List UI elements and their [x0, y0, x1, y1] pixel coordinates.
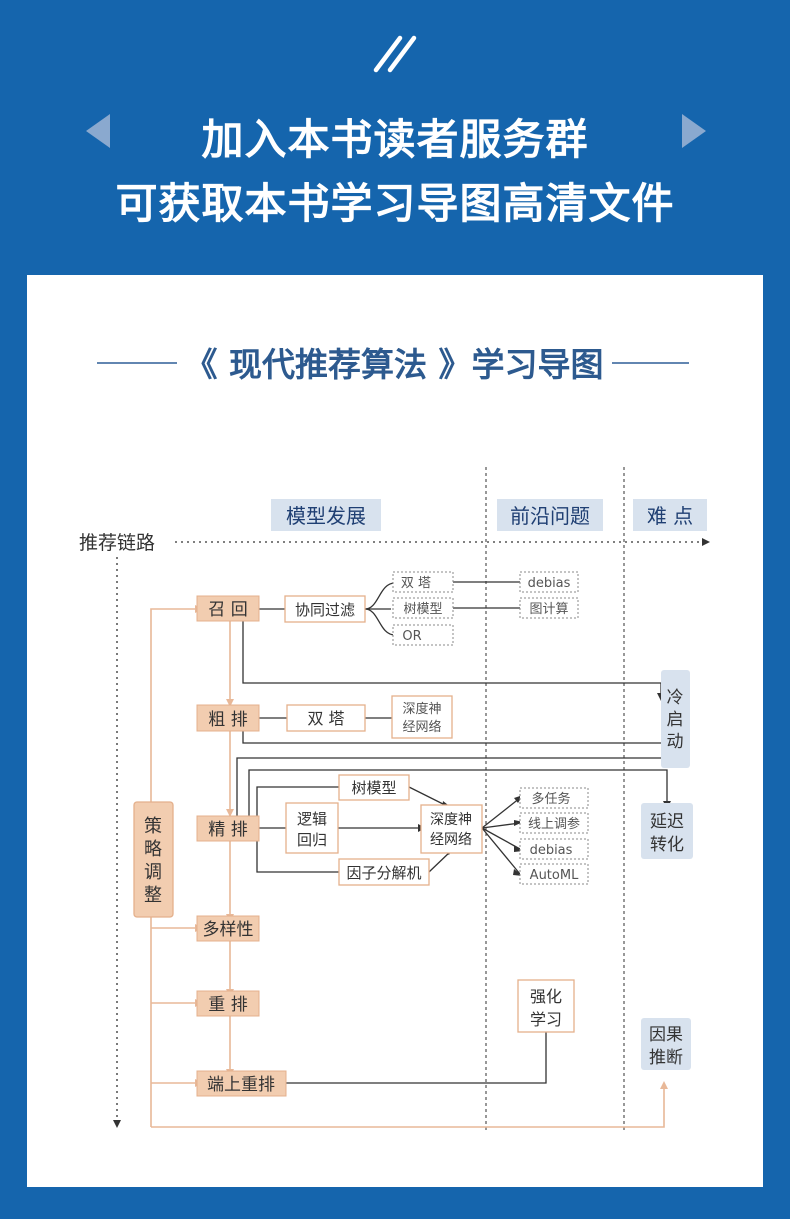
frontier-debias-fine-label: debias	[530, 843, 573, 858]
frontier-graph-label: 图计算	[529, 602, 568, 617]
header-difficulty-bg	[633, 499, 707, 531]
model-or-label: OR	[402, 629, 421, 644]
strategy-feedback-lines	[150, 608, 665, 1128]
strategy-char-2: 略	[144, 839, 162, 860]
frontier-rl[interactable]: 强化 学习	[517, 979, 575, 1033]
stage-diversity[interactable]: 多样性	[196, 915, 260, 942]
difficulty-delayed-conversion[interactable]: 延迟 转化	[641, 803, 693, 859]
model-cf-label: 协同过滤	[295, 601, 355, 619]
strategy-char-3: 调	[144, 862, 162, 883]
stage-diversity-label: 多样性	[203, 920, 254, 940]
strategy-char-4: 整	[144, 885, 162, 906]
model-fm-label: 因子分解机	[346, 864, 421, 882]
frontier-rl-line1: 强化	[530, 987, 562, 1006]
model-tree-small[interactable]: 树模型	[392, 597, 454, 619]
frontier-online-tuning-label: 线上调参	[528, 816, 580, 832]
difficulty-delayed-conversion-line2: 转化	[650, 835, 684, 855]
stage-rerank-label: 重 排	[208, 995, 247, 1015]
difficulty-delayed-conversion-line1: 延迟	[650, 812, 684, 832]
mind-map-diagram: 《 现代推荐算法 》学习导图 模型发展 前沿问题 难 点 推荐链路	[79, 345, 710, 1130]
model-lr-line2: 回归	[297, 831, 327, 849]
frontier-debias-recall[interactable]: debias	[519, 571, 579, 593]
frontier-graph[interactable]: 图计算	[519, 597, 579, 619]
diagram-title: 《 现代推荐算法 》学习导图	[185, 345, 604, 384]
model-dnn-coarse[interactable]: 深度神 经网络	[391, 695, 453, 739]
model-twin-tower[interactable]: 双 塔	[286, 704, 366, 732]
difficulty-causal-line2: 推断	[649, 1048, 683, 1068]
model-tree-small-label: 树模型	[403, 602, 442, 617]
strategy-char-1: 策	[144, 816, 162, 837]
frontier-rl-line2: 学习	[530, 1010, 562, 1029]
model-twin-small[interactable]: 双 塔	[392, 571, 454, 593]
stage-fine-label: 精 排	[208, 820, 247, 840]
frontier-multitask[interactable]: 多任务	[519, 787, 589, 809]
model-lr-line1: 逻辑	[297, 810, 327, 828]
difficulty-causal[interactable]: 因果 推断	[641, 1018, 691, 1070]
frontier-automl[interactable]: AutoML	[519, 863, 589, 885]
model-tree-fine-label: 树模型	[351, 779, 396, 797]
difficulty-cold-start-char-2: 启	[667, 710, 684, 730]
header-frontier-bg	[497, 499, 603, 531]
model-cf[interactable]: 协同过滤	[284, 595, 366, 623]
banner-line-1: 加入本书读者服务群	[201, 115, 589, 164]
connector-lines	[236, 581, 668, 1084]
model-twin-small-label: 双 塔	[401, 576, 431, 591]
stage-fine[interactable]: 精 排	[196, 815, 260, 842]
header-difficulty: 难 点	[647, 504, 693, 528]
difficulty-cold-start-char-3: 动	[667, 732, 684, 752]
frontier-multitask-label: 多任务	[531, 791, 570, 807]
stage-rerank[interactable]: 重 排	[196, 990, 260, 1017]
stage-coarse-label: 粗 排	[208, 710, 247, 730]
model-tree-fine[interactable]: 树模型	[338, 774, 410, 801]
chain-axis-arrowhead	[702, 538, 710, 546]
stage-device-rerank-label: 端上重排	[207, 1075, 275, 1095]
model-twin-tower-label: 双 塔	[307, 709, 344, 728]
header-model-bg	[271, 499, 381, 531]
header-model: 模型发展	[286, 504, 366, 528]
model-or[interactable]: OR	[392, 624, 454, 646]
stage-device-rerank[interactable]: 端上重排	[196, 1070, 287, 1097]
arrow-right-icon[interactable]	[680, 112, 708, 150]
frontier-debias-fine[interactable]: debias	[519, 838, 589, 860]
model-fm[interactable]: 因子分解机	[338, 858, 430, 886]
chain-axis-down-arrowhead	[113, 1120, 121, 1128]
header-frontier: 前沿问题	[510, 504, 590, 528]
stage-recall-label: 召 回	[208, 600, 247, 620]
stage-coarse[interactable]: 粗 排	[196, 704, 260, 732]
mind-map-card: 《 现代推荐算法 》学习导图 模型发展 前沿问题 难 点 推荐链路	[27, 275, 763, 1187]
difficulty-cold-start-char-1: 冷	[667, 688, 684, 708]
model-dnn-coarse-line2: 经网络	[402, 719, 441, 735]
model-dnn-fine[interactable]: 深度神 经网络	[420, 804, 483, 854]
difficulty-cold-start[interactable]: 冷 启 动	[661, 670, 690, 768]
model-dnn-fine-line2: 经网络	[430, 832, 472, 848]
model-dnn-coarse-line1: 深度神	[402, 701, 441, 717]
banner-line-2: 可获取本书学习导图高清文件	[115, 179, 675, 228]
frontier-debias-recall-label: debias	[528, 576, 571, 591]
difficulty-causal-line1: 因果	[649, 1025, 683, 1045]
double-slash-icon	[373, 35, 417, 73]
model-dnn-fine-line1: 深度神	[430, 812, 472, 828]
frontier-online-tuning[interactable]: 线上调参	[519, 812, 589, 834]
frontier-automl-label: AutoML	[530, 868, 579, 883]
stage-recall[interactable]: 召 回	[196, 595, 260, 622]
arrow-left-icon[interactable]	[84, 112, 112, 150]
model-lr[interactable]: 逻辑 回归	[285, 802, 339, 854]
chain-label: 推荐链路	[79, 532, 155, 554]
strategy-node[interactable]	[133, 801, 174, 918]
